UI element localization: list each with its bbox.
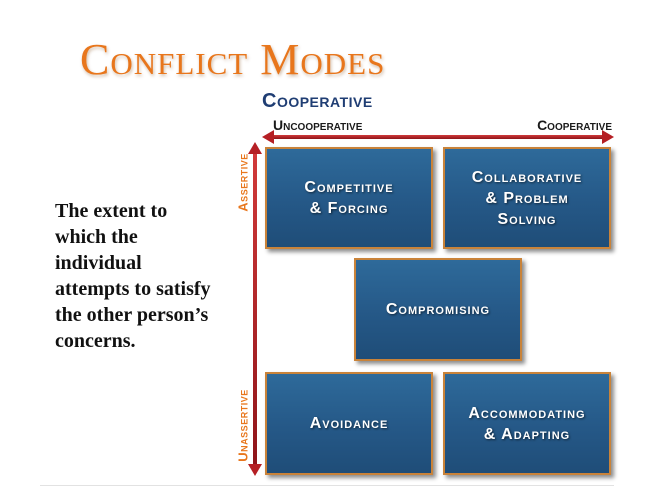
uncooperative-label: Uncooperative [273, 117, 363, 133]
slide-title: Conflict Modes [80, 35, 386, 84]
collaborative-problem-solving-label: Collaborative & Problem Solving [471, 168, 583, 228]
accommodating-adapting-box: Accommodating & Adapting [443, 372, 611, 475]
assertive-label: Assertive [235, 153, 251, 212]
compromising-label: Compromising [385, 301, 491, 318]
competitive-forcing-box: Competitive & Forcing [265, 147, 433, 249]
cooperative-label: Cooperative [537, 117, 612, 133]
avoidance-label: Avoidance [309, 415, 389, 432]
accommodating-adapting-label: Accommodating & Adapting [468, 404, 586, 443]
vertical-arrow [248, 142, 262, 476]
collaborative-problem-solving-box: Collaborative & Problem Solving [443, 147, 611, 249]
compromising-box: Compromising [354, 258, 522, 361]
unassertive-label: Unassertive [235, 389, 251, 462]
footer-divider [40, 485, 614, 486]
axis-title: Cooperative [262, 90, 373, 112]
competitive-forcing-label: Competitive & Forcing [304, 179, 394, 217]
avoidance-box: Avoidance [265, 372, 433, 475]
description-text: The extent to which the individual attem… [55, 200, 211, 352]
horizontal-arrow [262, 130, 614, 144]
